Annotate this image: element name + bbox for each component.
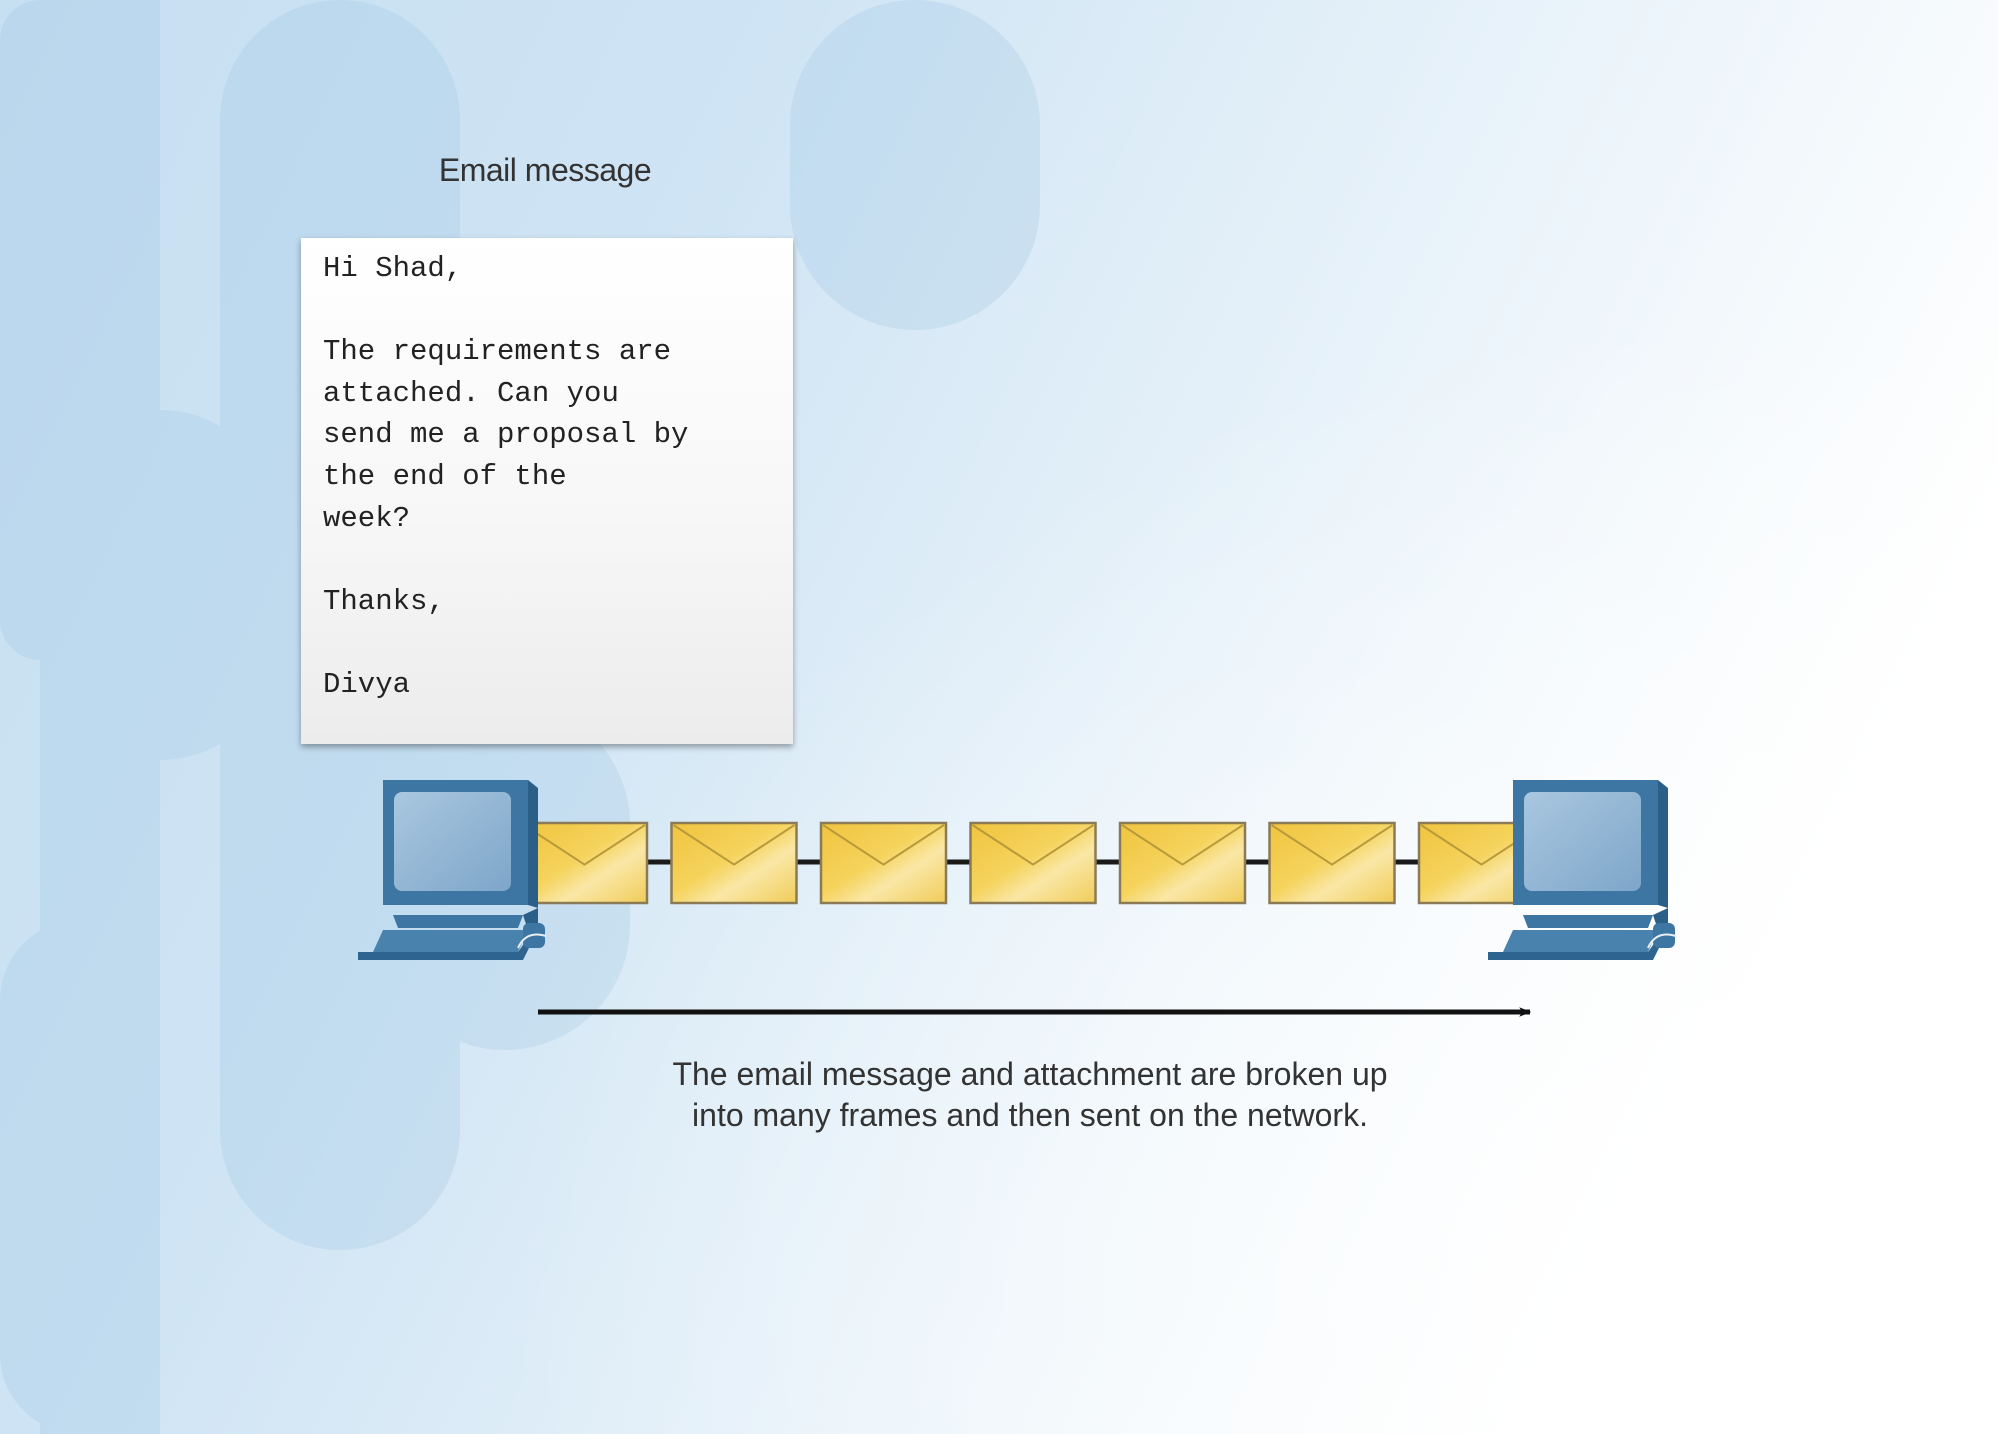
envelope-icon — [819, 821, 948, 905]
envelope-icon — [1118, 821, 1247, 905]
email-line: Thanks, — [323, 584, 445, 618]
email-line: Divya — [323, 667, 411, 701]
email-message-body: Hi Shad, The requirements are attached. … — [323, 248, 775, 706]
sender-computer-icon — [358, 780, 547, 960]
frames-group — [520, 821, 1546, 905]
email-line: Hi Shad, — [323, 252, 463, 285]
envelope-icon — [969, 821, 1097, 905]
envelope-icon — [1268, 821, 1396, 905]
receiver-computer-icon — [1488, 780, 1677, 960]
caption-line-2: into many frames and then sent on the ne… — [692, 1097, 1368, 1133]
email-line: the end of the — [323, 459, 567, 493]
email-message-title: Email message — [438, 152, 652, 188]
email-message-card: Hi Shad, The requirements are attached. … — [301, 238, 793, 744]
email-line: attached. Can you — [323, 376, 619, 410]
envelope-icon — [520, 821, 649, 905]
email-line: week? — [323, 501, 411, 535]
email-line: send me a proposal by — [323, 418, 689, 452]
envelope-icon — [670, 821, 798, 905]
email-line: The requirements are — [323, 335, 672, 369]
caption: The email message and attachment are bro… — [600, 1054, 1460, 1136]
caption-line-1: The email message and attachment are bro… — [672, 1056, 1388, 1092]
